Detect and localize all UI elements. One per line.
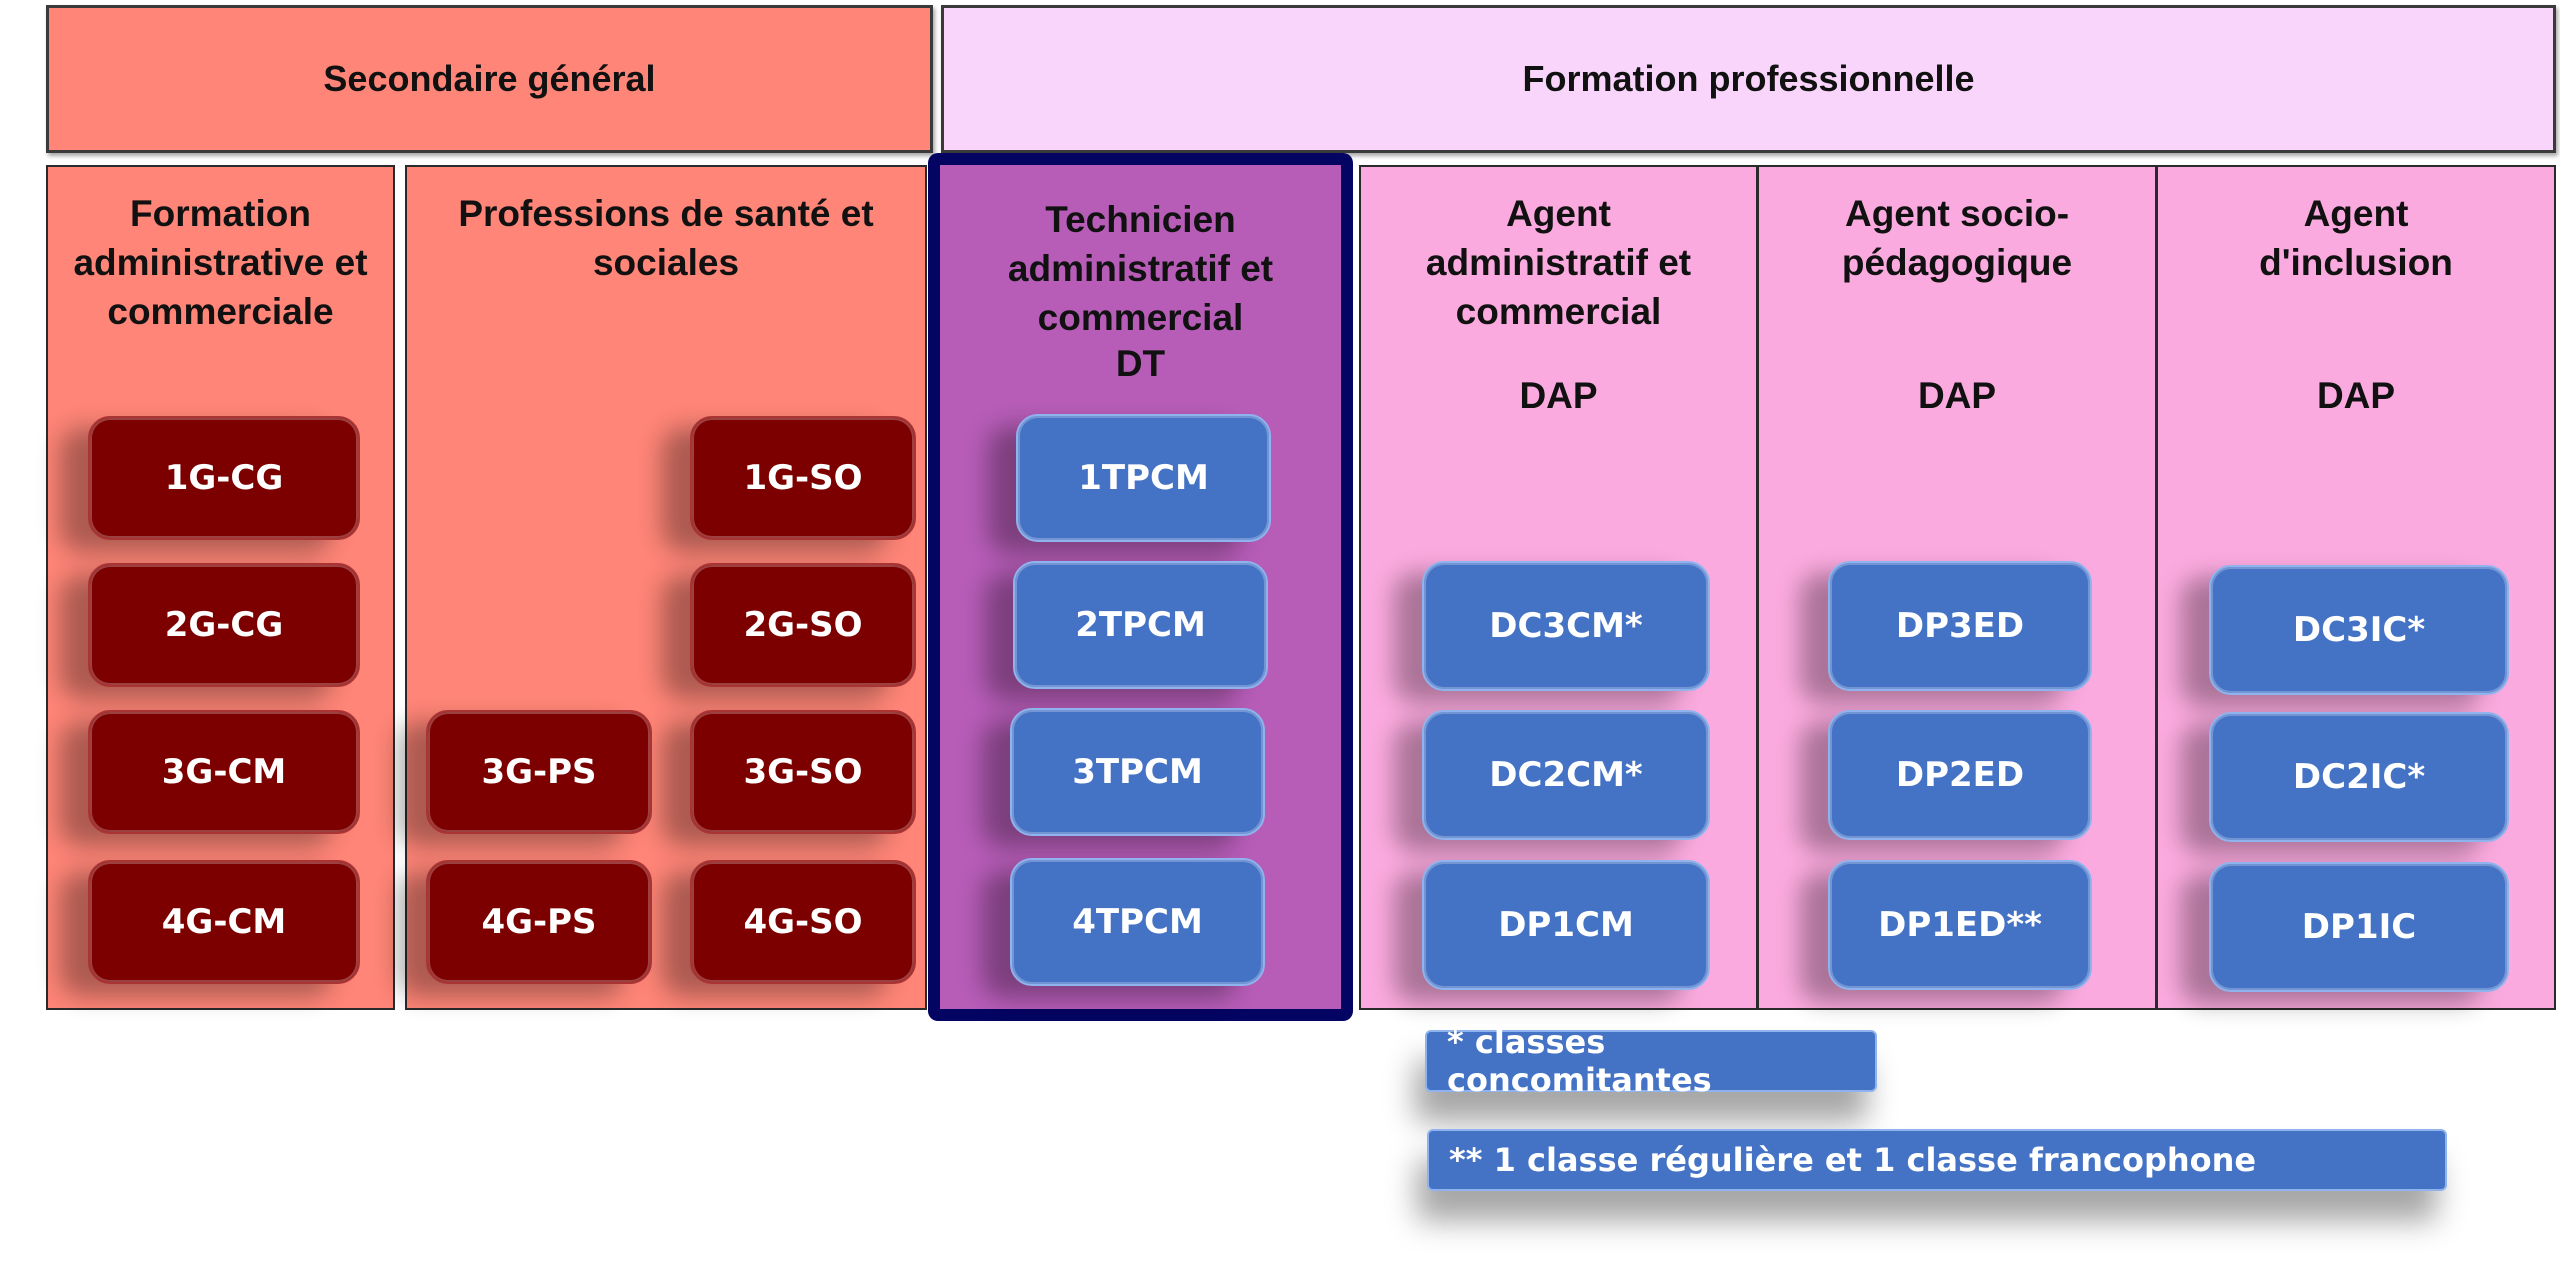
legend-reguliere-francophone: ** 1 classe régulière et 1 classe franco…	[1427, 1129, 2447, 1191]
class-3g-cm[interactable]: 3G-CM	[88, 710, 360, 834]
class-3tpcm[interactable]: 3TPCM	[1010, 708, 1265, 836]
column-title: Agent d'inclusion	[2259, 193, 2453, 283]
class-dp3ed[interactable]: DP3ED	[1828, 561, 2092, 691]
class-dp2ed[interactable]: DP2ED	[1828, 710, 2092, 840]
header-formation-professionnelle: Formation professionnelle	[941, 5, 2556, 153]
class-3g-so[interactable]: 3G-SO	[690, 710, 916, 834]
column-title: Formation administrative et commerciale	[73, 193, 368, 332]
legend-concomitantes: * classes concomitantes	[1425, 1023, 1877, 1099]
class-2tpcm[interactable]: 2TPCM	[1013, 561, 1268, 689]
class-4g-cm[interactable]: 4G-CM	[88, 860, 360, 984]
class-4tpcm[interactable]: 4TPCM	[1010, 858, 1265, 986]
column-subtitle: DAP	[1519, 375, 1598, 416]
header-secondaire-general: Secondaire général	[46, 5, 933, 153]
class-dc2cm[interactable]: DC2CM*	[1422, 710, 1710, 840]
column-title: Agent administratif et commercial	[1425, 193, 1692, 332]
class-dc2ic[interactable]: DC2IC*	[2209, 712, 2509, 842]
class-dc3cm[interactable]: DC3CM*	[1422, 561, 1710, 691]
class-dp1cm[interactable]: DP1CM	[1422, 860, 1710, 990]
class-1g-cg[interactable]: 1G-CG	[88, 416, 360, 540]
column-title: Agent socio-pédagogique	[1841, 193, 2073, 283]
header-professionnelle-label: Formation professionnelle	[1522, 58, 1975, 99]
column-subtitle: DAP	[2316, 375, 2396, 416]
class-3g-ps[interactable]: 3G-PS	[426, 710, 652, 834]
class-4g-ps[interactable]: 4G-PS	[426, 860, 652, 984]
class-dp1ic[interactable]: DP1IC	[2209, 862, 2509, 992]
header-secondaire-label: Secondaire général	[323, 58, 656, 99]
class-4g-so[interactable]: 4G-SO	[690, 860, 916, 984]
column-title: Technicien administratif et commercial	[1007, 199, 1274, 338]
class-2g-cg[interactable]: 2G-CG	[88, 563, 360, 687]
class-dc3ic[interactable]: DC3IC*	[2209, 565, 2509, 695]
class-1g-so[interactable]: 1G-SO	[690, 416, 916, 540]
class-2g-so[interactable]: 2G-SO	[690, 563, 916, 687]
class-dp1ed[interactable]: DP1ED**	[1828, 860, 2092, 990]
column-subtitle: DT	[1115, 343, 1166, 384]
class-1tpcm[interactable]: 1TPCM	[1016, 414, 1271, 542]
column-subtitle: DAP	[1917, 375, 1997, 416]
column-title: Professions de santé et sociales	[458, 193, 874, 283]
